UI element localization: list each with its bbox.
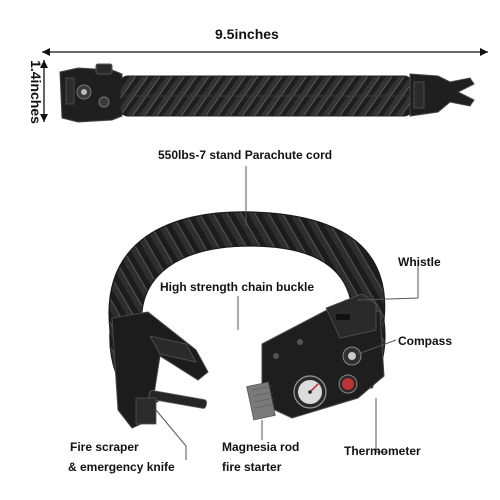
magnesia-rod-label: Magnesia rod <box>222 440 300 454</box>
width-label: 1.4inches <box>28 60 44 124</box>
length-label: 9.5inches <box>215 26 279 42</box>
fire-starter-label: fire starter <box>222 460 282 474</box>
callout-lines <box>155 166 419 460</box>
whistle-label: Whistle <box>398 255 441 269</box>
width-dimension-arrow <box>40 60 48 122</box>
flat-bracelet <box>59 63 475 123</box>
compass-label: Compass <box>398 334 453 348</box>
emergency-knife-label: & emergency knife <box>68 460 175 474</box>
fire-scraper-label: Fire scraper <box>70 440 139 454</box>
width-label-wrapper: 1.4inches <box>4 58 74 128</box>
parachute-cord-label: 550lbs-7 stand Parachute cord <box>158 148 333 162</box>
thermometer-label: Thermometer <box>344 444 421 458</box>
curved-bracelet <box>108 211 386 429</box>
length-dimension-arrow <box>42 48 488 56</box>
chain-buckle-label: High strength chain buckle <box>160 280 315 294</box>
buckle-icon <box>409 73 475 117</box>
whistle-icon <box>95 63 113 75</box>
